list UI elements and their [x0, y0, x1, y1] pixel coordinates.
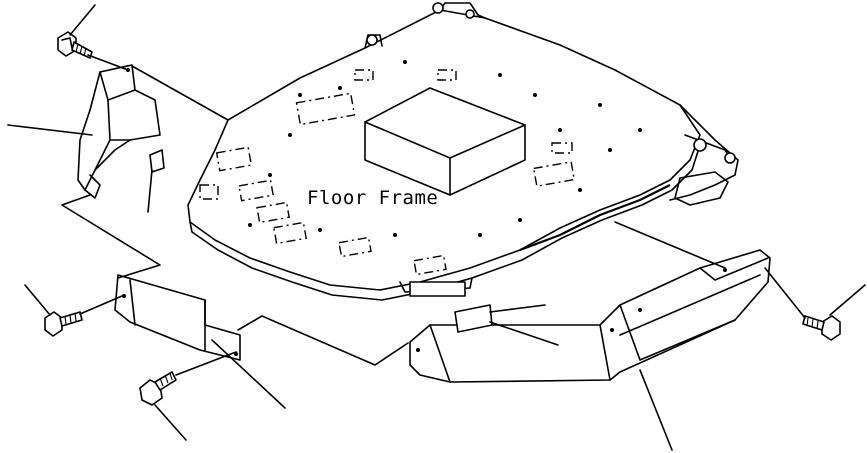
floor-frame-cutouts — [199, 69, 576, 276]
bolt-top-left — [57, 31, 93, 59]
floor-frame-holes — [248, 60, 642, 237]
left-front-panel — [114, 274, 241, 361]
bolt-left-middle — [44, 311, 83, 337]
left-rear-bracket — [77, 64, 165, 199]
right-front-panel — [409, 249, 771, 383]
rear-mounts — [366, 2, 736, 206]
floor-frame-plate — [187, 2, 739, 301]
assembly-lines — [7, 4, 866, 451]
bolt-bottom-left — [139, 371, 177, 406]
bolt-right — [802, 315, 841, 341]
floor-frame-label: Floor Frame — [307, 187, 438, 209]
